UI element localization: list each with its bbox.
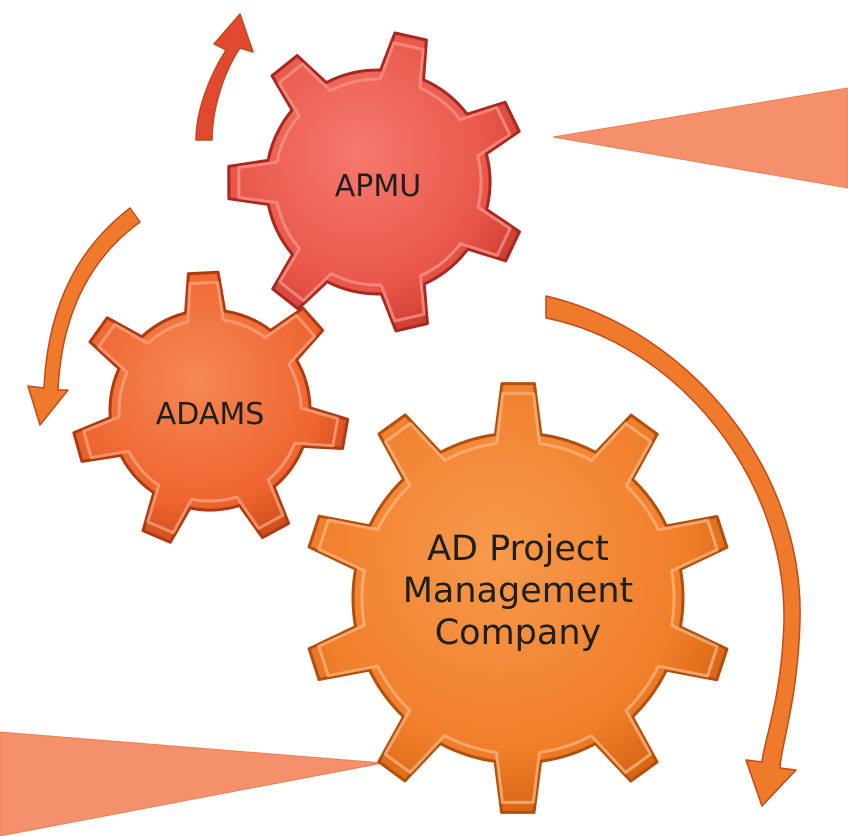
gear-apmu: APMU — [227, 31, 521, 333]
adpmc-label-line: AD Project — [427, 529, 609, 569]
arrow-top-curve — [195, 13, 254, 141]
adpmc-gear-shape — [307, 382, 729, 814]
adpmc-label-line: Management — [403, 571, 634, 611]
adpmc-gear-bevel — [317, 392, 719, 804]
arrow-left-curve — [27, 207, 141, 426]
apmu-gear-shape — [227, 31, 521, 333]
adpmc-label-line: Company — [435, 613, 602, 653]
adams-label-line: ADAMS — [156, 397, 265, 432]
apmu-label: APMU — [335, 169, 421, 204]
apmu-label-line: APMU — [335, 169, 421, 204]
adams-label: ADAMS — [156, 397, 265, 432]
apmu-gear-bevel — [237, 41, 512, 323]
adams-gear-bevel — [82, 280, 340, 535]
gear-adams: ADAMS — [72, 270, 350, 544]
top-right-callout — [552, 87, 848, 189]
bottom-left-callout — [0, 731, 384, 836]
arrow-right-curve — [545, 295, 801, 807]
